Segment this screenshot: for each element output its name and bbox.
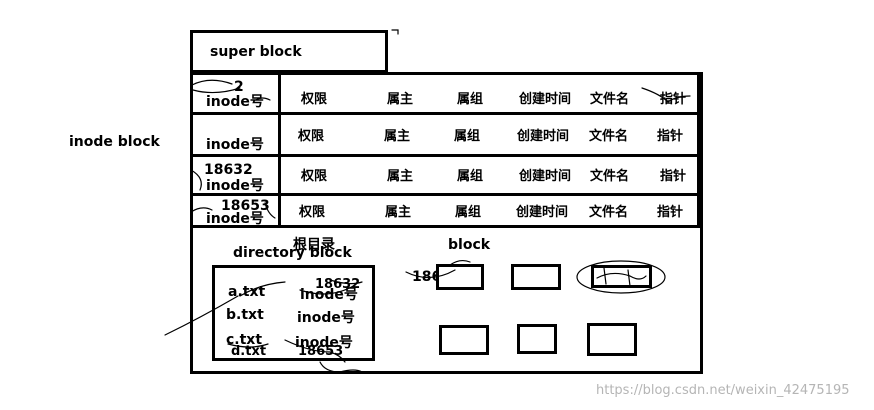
data-block — [587, 323, 637, 356]
inode-row-label: inode号 — [206, 137, 264, 153]
block-label: block — [448, 237, 491, 253]
inode-row-label: inode号 — [206, 211, 264, 227]
directory-block-label: directory block — [233, 245, 352, 261]
col-filename: 文件名 — [589, 205, 629, 220]
watermark-url: https://blog.csdn.net/weixin_42475195 — [596, 383, 850, 398]
col-created-time: 创建时间 — [516, 205, 569, 220]
data-block — [436, 264, 484, 290]
dir-entry-name: b.txt — [226, 307, 264, 323]
col-created-time: 创建时间 — [519, 92, 572, 107]
col-permission: 权限 — [301, 169, 328, 184]
col-permission: 权限 — [301, 92, 328, 107]
col-group: 属组 — [454, 129, 481, 144]
dir-entry-number: 18632 — [315, 277, 361, 292]
col-owner: 属主 — [385, 205, 412, 220]
inode-row-number: 18653 — [221, 198, 270, 214]
data-block — [439, 325, 489, 355]
dir-entry-name: a.txt — [228, 284, 266, 300]
data-block — [511, 264, 561, 290]
dir-entry-inode: inode号 — [297, 310, 355, 326]
col-pointer: 指针 — [660, 169, 687, 184]
col-group: 属组 — [457, 92, 484, 107]
inode-row-label: inode号 — [206, 178, 264, 194]
col-filename: 文件名 — [590, 169, 630, 184]
main-area-box — [190, 72, 703, 374]
inode-row-label: inode号 — [206, 94, 264, 110]
col-pointer: 指针 — [657, 205, 684, 220]
col-owner: 属主 — [384, 129, 411, 144]
data-block — [591, 265, 652, 288]
col-created-time: 创建时间 — [519, 169, 572, 184]
col-created-time: 创建时间 — [517, 129, 570, 144]
col-filename: 文件名 — [590, 92, 630, 107]
col-owner: 属主 — [387, 92, 414, 107]
super-block-box — [190, 30, 388, 73]
col-group: 属组 — [457, 169, 484, 184]
col-permission: 权限 — [298, 129, 325, 144]
col-pointer: 指针 — [657, 129, 684, 144]
inode-row-number: 2 — [234, 79, 244, 95]
col-group: 属组 — [455, 205, 482, 220]
col-filename: 文件名 — [589, 129, 629, 144]
data-block — [517, 324, 557, 354]
inode-row-number: 18632 — [204, 162, 253, 178]
root-directory-label: 根目录 — [293, 237, 335, 253]
dir-entry-name: d.txt — [231, 344, 267, 359]
dir-entry-number: 18653 — [298, 344, 344, 359]
col-owner: 属主 — [387, 169, 414, 184]
col-pointer: 指针 — [660, 92, 687, 107]
inode-block-label: inode block — [69, 134, 160, 150]
super-block-label: super block — [210, 44, 302, 60]
col-permission: 权限 — [299, 205, 326, 220]
